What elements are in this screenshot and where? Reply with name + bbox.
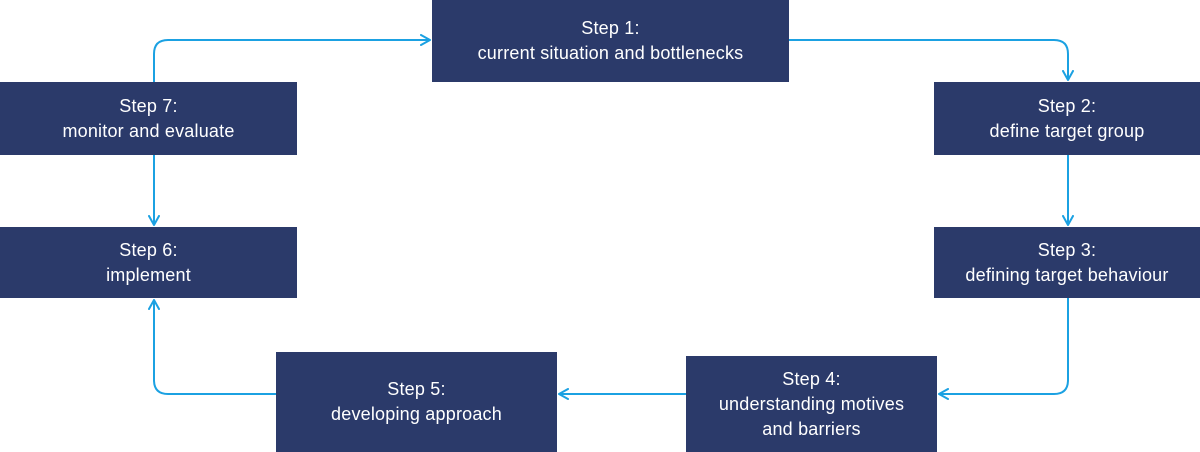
step-2-description: define target group [989,120,1145,141]
step-6-description: implement [106,264,191,285]
step-4-box: Step 4: understanding motives and barrie… [686,356,937,452]
step-2-title: Step 2: [1037,95,1097,116]
step-1-description: current situation and bottlenecks [477,43,744,63]
arrow-step3-to-step4 [938,298,1069,400]
step-5-description: developing approach [331,404,502,424]
step-2-box: Step 2: define target group [934,82,1200,155]
step-1-box: Step 1: current situation and bottleneck… [432,0,789,82]
step-3-box: Step 3: defining target behaviour [934,227,1200,298]
step-7-box: Step 7: monitor and evaluate [0,82,297,155]
step-5-box: Step 5: developing approach [276,352,557,452]
step-4-title: Step 4: [782,368,841,389]
arrow-step5-to-step6 [148,299,276,395]
step-1-title: Step 1: [581,18,640,38]
arrow-step1-to-step2 [789,39,1074,81]
arrow-step7-to-step1 [153,34,431,82]
step-3-title: Step 3: [1037,239,1097,260]
step-4-description-line-1: understanding motives [718,393,905,414]
step-5-title: Step 5: [387,379,446,399]
step-7-description: monitor and evaluate [62,120,235,141]
step-7-title: Step 7: [119,95,178,116]
step-3-description: defining target behaviour [965,264,1169,285]
step-6-title: Step 6: [119,239,178,260]
step-4-description-line-2: and barriers [762,418,861,439]
step-6-box: Step 6: implement [0,227,297,298]
